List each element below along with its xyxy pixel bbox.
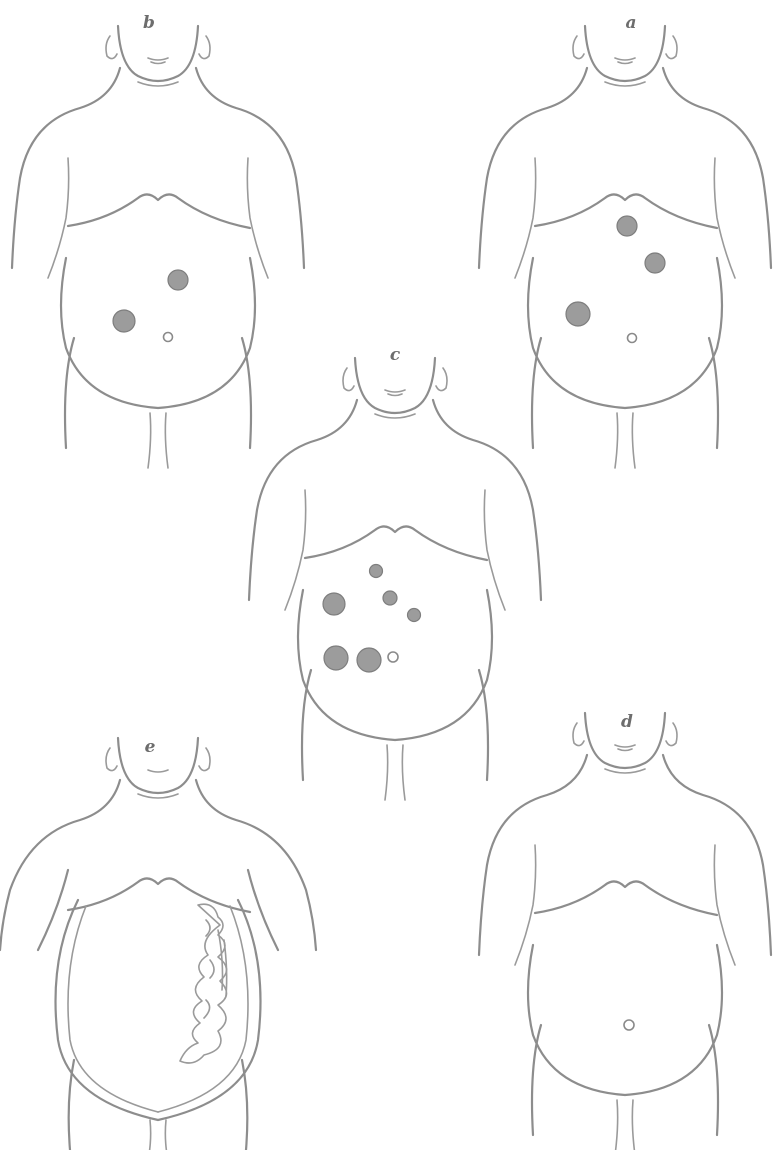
spot — [324, 646, 348, 670]
spot — [566, 302, 590, 326]
spot — [370, 565, 383, 578]
figure-label-c: c — [390, 345, 401, 365]
figure-e — [0, 738, 316, 1150]
spot — [357, 648, 381, 672]
navel — [388, 652, 398, 662]
figure-b — [12, 26, 304, 468]
spot — [323, 593, 345, 615]
spot — [168, 270, 188, 290]
spot — [383, 591, 397, 605]
spot — [617, 216, 637, 236]
figure-a — [479, 26, 771, 468]
figure-label-d: d — [621, 712, 633, 732]
spot — [113, 310, 135, 332]
figure-label-e: e — [145, 737, 156, 757]
figure-c — [249, 358, 541, 800]
navel — [628, 334, 637, 343]
spot — [645, 253, 665, 273]
figure-label-a: a — [625, 13, 636, 33]
figure-d — [479, 713, 771, 1150]
figure-label-b: b — [143, 13, 155, 33]
spot — [408, 609, 421, 622]
navel — [164, 333, 173, 342]
navel — [624, 1020, 634, 1030]
intestines — [180, 904, 227, 1063]
